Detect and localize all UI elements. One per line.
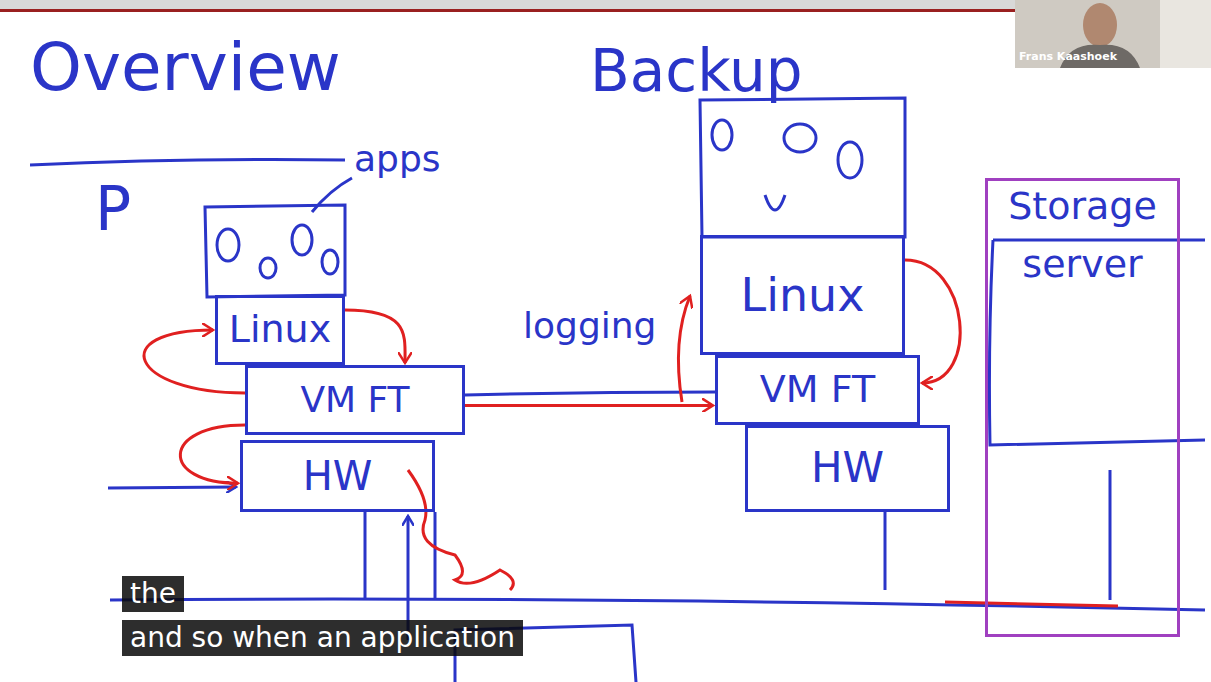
edge-label: logging [520,305,659,346]
control-transfer-arrow [345,310,405,363]
network-line [110,599,1205,610]
title-underline [30,160,345,165]
node-text: HW [303,453,373,499]
machine-label: P [95,175,131,244]
webcam-face [1083,3,1117,47]
app-circle [838,142,862,178]
app-circle [765,195,785,210]
hypervisor-box: VM FT [715,355,920,425]
network-highlight [945,602,1118,606]
section-heading: Backup [590,38,803,105]
leader-line [312,178,352,212]
subtitle-line: and so when an application [122,620,523,656]
disk-box [989,240,1205,445]
apps-box [205,205,345,297]
packet-path [408,470,513,590]
wire [884,512,887,590]
red-arrow [678,296,690,402]
app-circle [217,229,239,261]
apps-box [700,98,905,237]
hardware-box: HW [745,425,950,512]
node-text: server [1022,243,1142,287]
os-box: Linux [700,235,905,355]
node-text: HW [811,444,884,492]
input-arrow [108,487,236,488]
app-circle [260,258,276,278]
page-title: Overview [30,30,341,106]
control-transfer-arrow [180,425,245,483]
node-text: Linux [229,308,331,352]
node-text: Linux [741,269,865,322]
control-transfer-arrow [905,260,960,383]
logging-channel [465,392,715,395]
hypervisor-box: VM FT [245,365,465,435]
subtitle-line: the [122,576,184,612]
app-circle [292,225,312,255]
webcam-wall [1160,0,1211,68]
control-transfer-arrow [465,404,713,407]
speaker-name: Frans Kaashoek [1019,51,1117,64]
callout-label: apps [354,138,441,179]
hardware-box: HW [240,440,435,512]
node-text: VM FT [760,368,875,412]
node-text: Storage [1008,185,1157,229]
app-circle [712,120,732,150]
node-text: VM FT [300,379,409,420]
os-box: Linux [215,295,345,365]
storage-server-box: Storage server [985,178,1180,637]
webcam-frame [1015,0,1211,68]
wire [1109,470,1112,600]
app-circle [322,250,338,274]
app-circle [784,124,816,152]
